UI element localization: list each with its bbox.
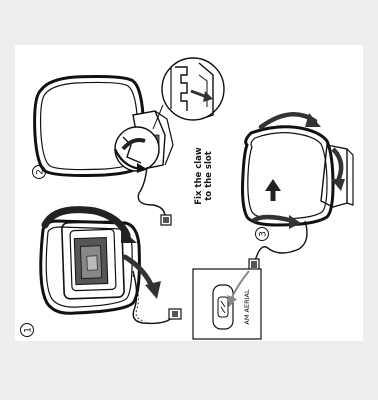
step3-number: 3	[256, 228, 269, 241]
caption-line-2: to the slot	[204, 151, 214, 201]
caption-line-1: Fix the claw	[194, 147, 204, 205]
svg-text:3: 3	[259, 231, 269, 237]
svg-text:2: 2	[36, 169, 46, 175]
illustration-panel: 1	[15, 45, 363, 341]
am-aerial-label: AM AERIAL	[243, 289, 251, 325]
am-aerial-socket: AM AERIAL	[193, 269, 261, 339]
claw-caption: Fix the claw to the slot	[194, 147, 214, 205]
claw-slot-detail	[153, 58, 224, 129]
svg-text:1: 1	[24, 327, 34, 333]
step2-illustration	[35, 77, 173, 226]
step1-illustration	[41, 210, 181, 324]
step1-number: 1	[21, 324, 34, 337]
step3-illustration	[243, 113, 354, 271]
step2-number: 2	[33, 166, 46, 179]
am-loop-antenna-diagram: 1	[15, 45, 363, 341]
